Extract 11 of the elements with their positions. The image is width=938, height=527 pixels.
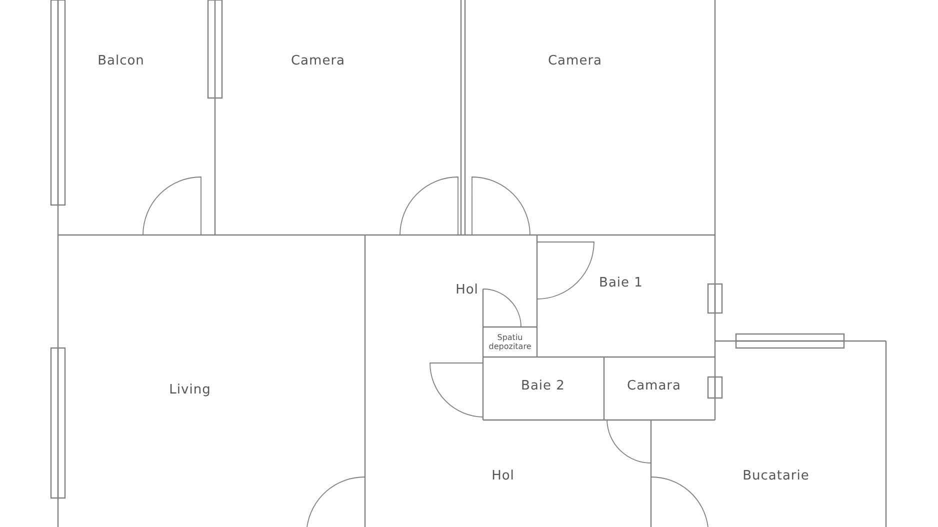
- room-name: Baie 2: [521, 378, 565, 394]
- room-name: Living: [169, 382, 211, 398]
- room-name: Camera: [290, 54, 346, 68]
- room-name: Bucatarie: [742, 468, 810, 484]
- room-name: Camera: [548, 54, 602, 68]
- room-name: Hol: [456, 282, 478, 298]
- room-name: Camara: [627, 378, 681, 394]
- room-name: Spatiu depozitare: [488, 332, 532, 352]
- room-name: Balcon: [98, 54, 144, 68]
- room-name: Baie 1: [599, 276, 643, 290]
- room-name: Hol: [492, 468, 514, 484]
